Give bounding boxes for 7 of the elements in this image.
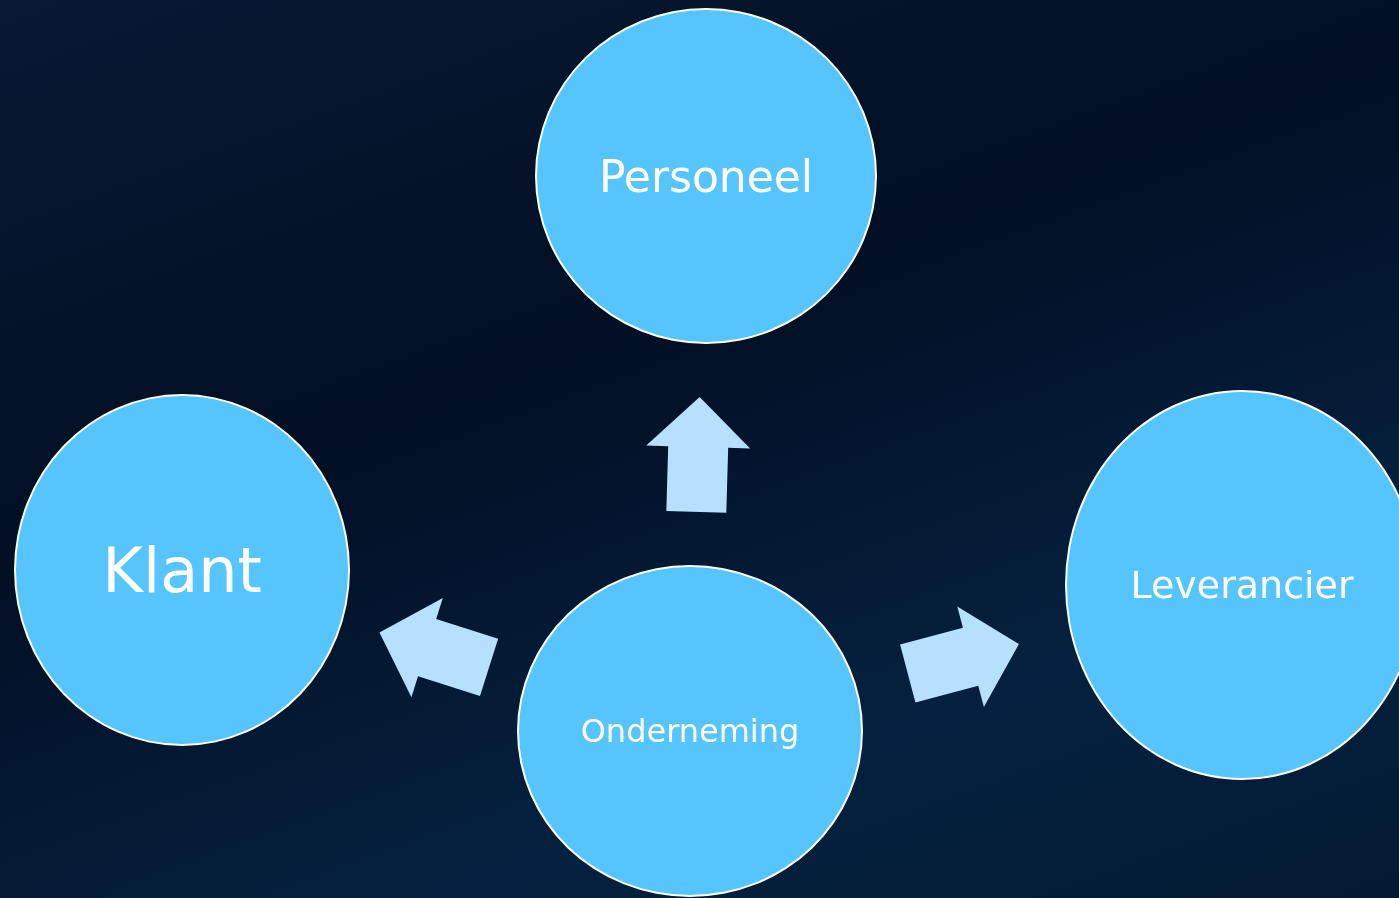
block-arrow bbox=[379, 598, 499, 698]
node-label: Onderneming bbox=[580, 712, 800, 750]
block-arrow bbox=[646, 397, 751, 513]
block-arrow bbox=[900, 606, 1019, 708]
node-label: Leverancier bbox=[1130, 563, 1354, 607]
node-label: Klant bbox=[102, 533, 262, 607]
node-label: Personeel bbox=[598, 150, 814, 202]
